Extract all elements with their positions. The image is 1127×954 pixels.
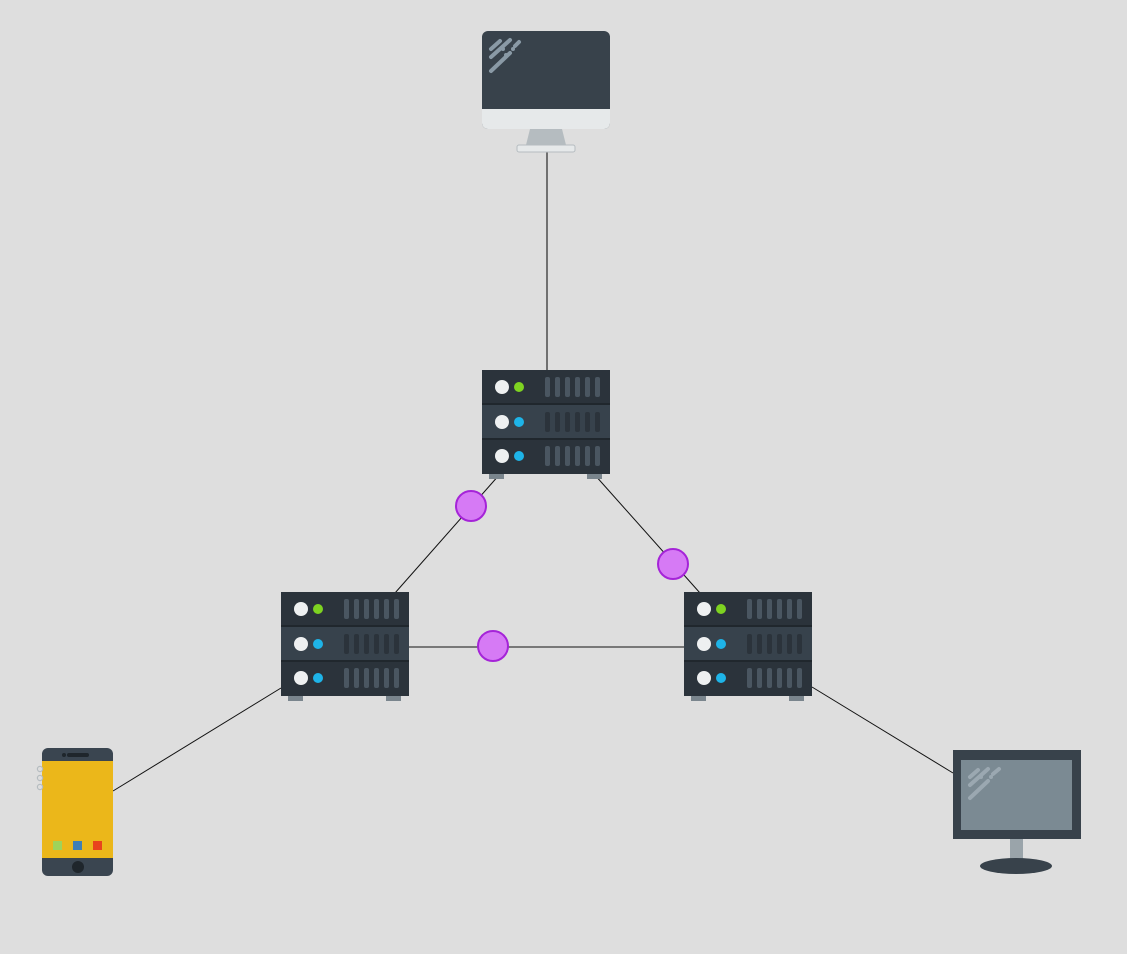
rack-server-icon: [482, 370, 610, 479]
smartphone-icon: [36, 748, 113, 876]
server-left[interactable]: [281, 592, 409, 701]
link-server-top-to-server-left: [394, 473, 501, 594]
link-server-left-to-phone: [112, 687, 282, 792]
link-nodes-layer: [455, 490, 689, 662]
desktop-computer[interactable]: [482, 31, 610, 153]
link-node-server-top-to-server-left[interactable]: [455, 490, 487, 522]
rack-server-icon: [684, 592, 812, 701]
links-layer: [112, 152, 954, 792]
server-right[interactable]: [684, 592, 812, 701]
smartphone[interactable]: [36, 748, 113, 876]
monitor[interactable]: [953, 750, 1081, 874]
imac-desktop-icon: [482, 31, 610, 153]
link-server-right-to-monitor: [811, 686, 954, 774]
server-top[interactable]: [482, 370, 610, 479]
monitor-icon: [953, 750, 1081, 874]
rack-server-icon: [281, 592, 409, 701]
link-node-server-top-to-server-right[interactable]: [657, 548, 689, 580]
link-node-server-left-to-server-right[interactable]: [477, 630, 509, 662]
